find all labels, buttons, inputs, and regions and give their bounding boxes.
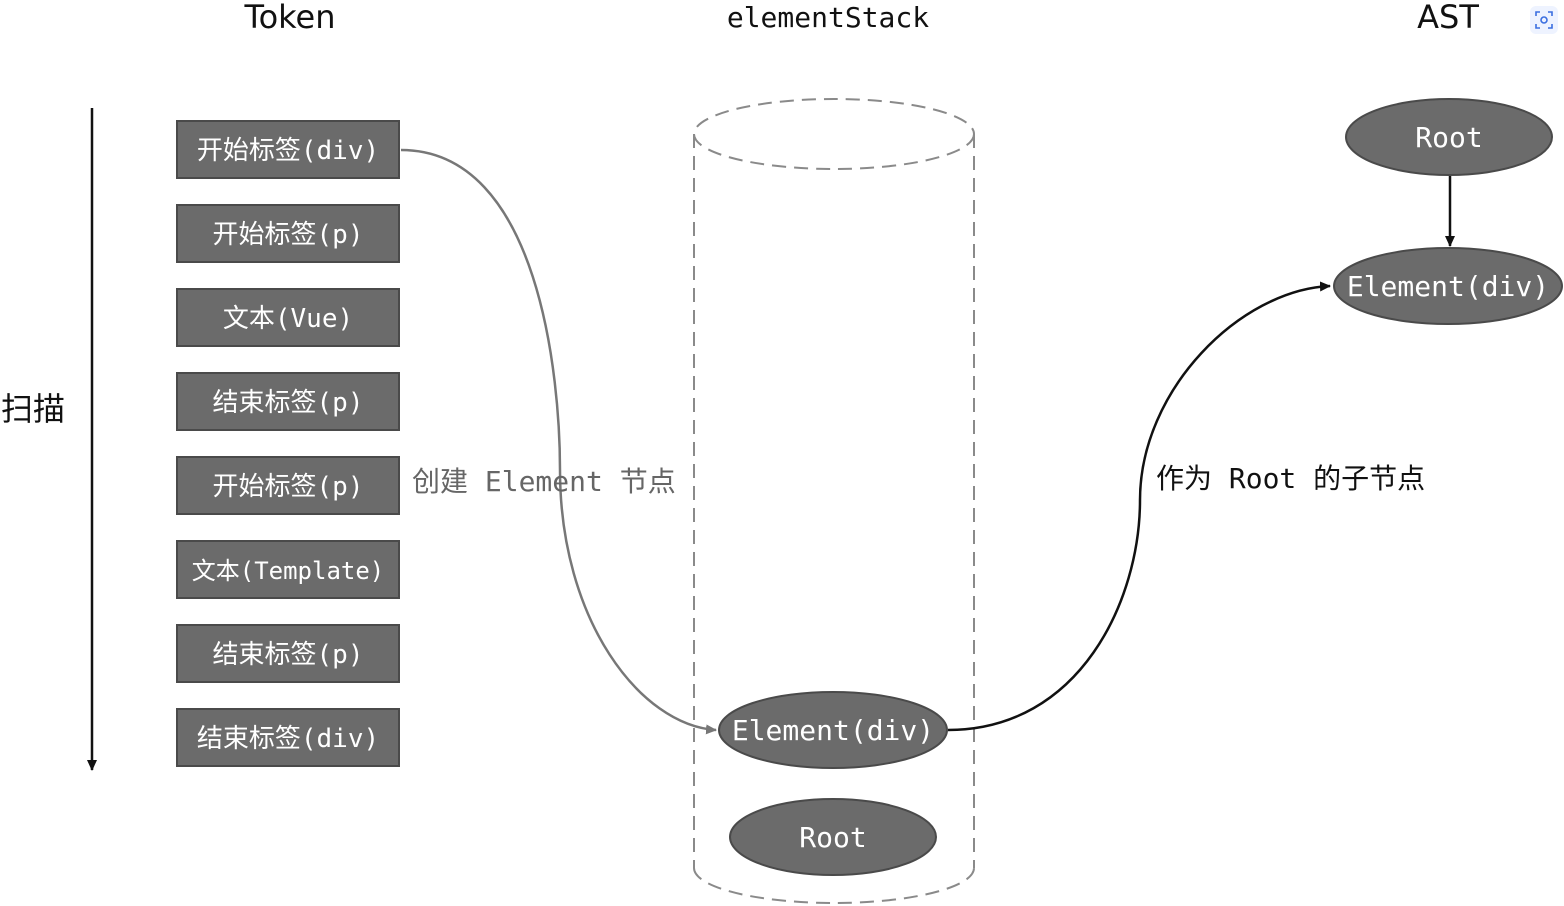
create-element-edge <box>400 148 717 735</box>
token-item: 文本(Vue) <box>176 288 400 347</box>
token-label: 结束标签(p) <box>213 640 364 670</box>
element-stack-cylinder <box>693 98 975 904</box>
token-item: 开始标签(p) <box>176 456 400 515</box>
token-item: 结束标签(div) <box>176 708 400 767</box>
token-item: 文本(Template) <box>176 540 400 599</box>
create-element-label: 创建 Element 节点 <box>412 465 676 498</box>
ast-node-element-label: Element(div) <box>1347 270 1549 303</box>
token-label: 文本(Template) <box>192 557 385 585</box>
token-item: 结束标签(p) <box>176 372 400 431</box>
screenshot-scan-icon[interactable] <box>1530 6 1558 34</box>
scan-label: 扫描 <box>1 390 65 428</box>
append-child-label: 作为 Root 的子节点 <box>1156 462 1425 495</box>
stack-node-root-label: Root <box>799 821 866 854</box>
scan-frame-icon <box>1535 11 1553 29</box>
token-label: 文本(Vue) <box>223 304 353 334</box>
stack-node-element: Element(div) <box>718 691 948 769</box>
heading-token: Token <box>243 0 335 36</box>
token-label: 开始标签(div) <box>197 136 379 166</box>
token-item: 结束标签(p) <box>176 624 400 683</box>
heading-element-stack: elementStack <box>727 1 929 34</box>
token-item: 开始标签(div) <box>176 120 400 179</box>
append-child-edge <box>947 281 1331 732</box>
heading-ast: AST <box>1417 0 1479 36</box>
token-label: 结束标签(div) <box>197 724 379 754</box>
token-list: 开始标签(div) 开始标签(p) 文本(Vue) 结束标签(p) 开始标签(p… <box>176 120 400 767</box>
ast-node-root: Root <box>1345 98 1553 176</box>
token-label: 开始标签(p) <box>213 220 364 250</box>
token-label: 结束标签(p) <box>213 388 364 418</box>
ast-node-root-label: Root <box>1415 121 1482 154</box>
token-item: 开始标签(p) <box>176 204 400 263</box>
stack-node-root: Root <box>729 798 937 876</box>
token-label: 开始标签(p) <box>213 472 364 502</box>
stack-node-element-label: Element(div) <box>732 714 934 747</box>
ast-node-element: Element(div) <box>1333 247 1563 325</box>
